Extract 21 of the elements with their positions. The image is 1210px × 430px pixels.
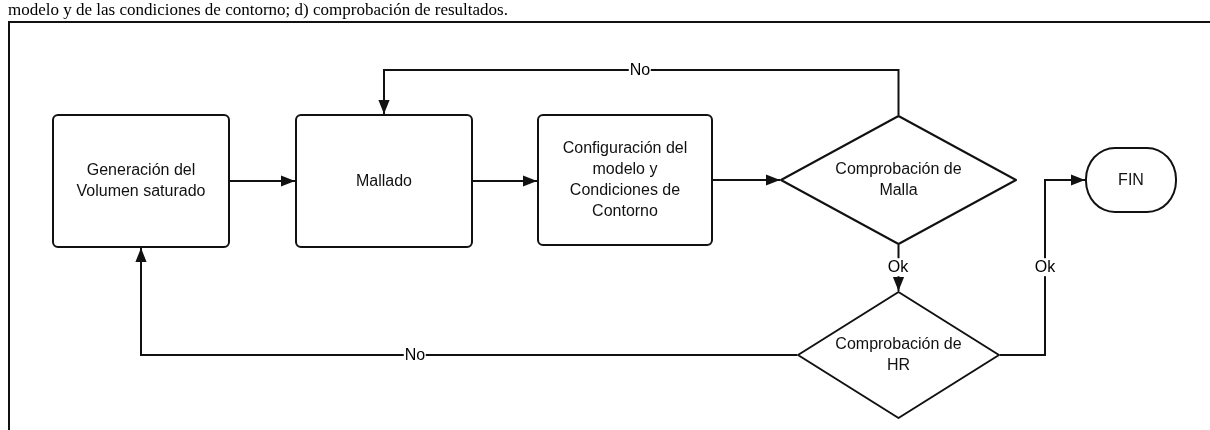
caption-text: modelo y de las condiciones de contorno; d) comprobación de resultados. <box>8 0 508 20</box>
arrow <box>712 174 781 186</box>
process-box <box>537 114 713 246</box>
node-label: Comprobación de HR <box>834 334 963 375</box>
process-box <box>295 114 473 248</box>
node-label: Generación del Volumen saturado <box>75 160 207 201</box>
arrow <box>135 247 798 356</box>
node-label: FIN <box>1117 169 1145 190</box>
node-label: Configuración del modelo y Condiciones de Contorno <box>561 138 689 221</box>
terminator-shape <box>1085 147 1177 213</box>
node-label: Mallado <box>355 170 413 191</box>
decision-diamond <box>780 115 1017 245</box>
node-label: Comprobación de Malla <box>834 159 963 200</box>
edge-label: Ok <box>886 258 910 276</box>
edge-label: Ok <box>1033 258 1057 276</box>
process-box <box>52 114 230 248</box>
arrow <box>378 69 900 116</box>
arrow <box>999 174 1086 356</box>
arrow <box>472 175 538 187</box>
arrow <box>229 175 296 187</box>
decision-diamond <box>797 291 1000 419</box>
